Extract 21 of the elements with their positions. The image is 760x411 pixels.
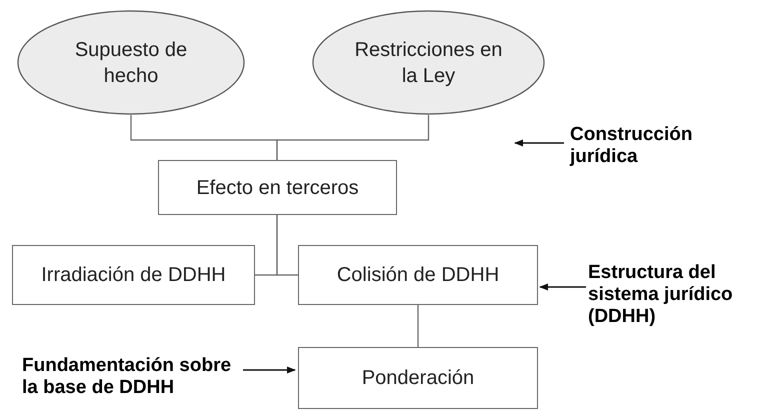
annotation-text: Fundamentación sobre la base de DDHH [22,355,232,399]
node-label: Irradiación de DDHH [41,263,226,288]
oval-node [312,10,545,115]
connector-line [276,215,298,276]
node-label: Restricciones en la Ley [354,38,504,88]
process-box [298,347,538,409]
node-label: Colisión de DDHH [336,263,500,288]
node-label: Supuesto de hecho [74,38,188,88]
arrow [514,139,564,147]
connector-line [417,305,419,347]
annotation-text: Construcción jurídica [570,124,694,168]
process-box [158,160,397,215]
connector-line [276,115,430,160]
process-box [12,245,255,305]
process-box [298,245,538,305]
arrow [539,283,586,291]
arrow [243,366,296,374]
node-label: Ponderación [362,366,474,391]
node-label: Efecto en terceros [196,176,359,200]
oval-node [17,10,245,115]
annotation-text: Estructura del sistema jurídico (DDHH) [588,262,734,328]
